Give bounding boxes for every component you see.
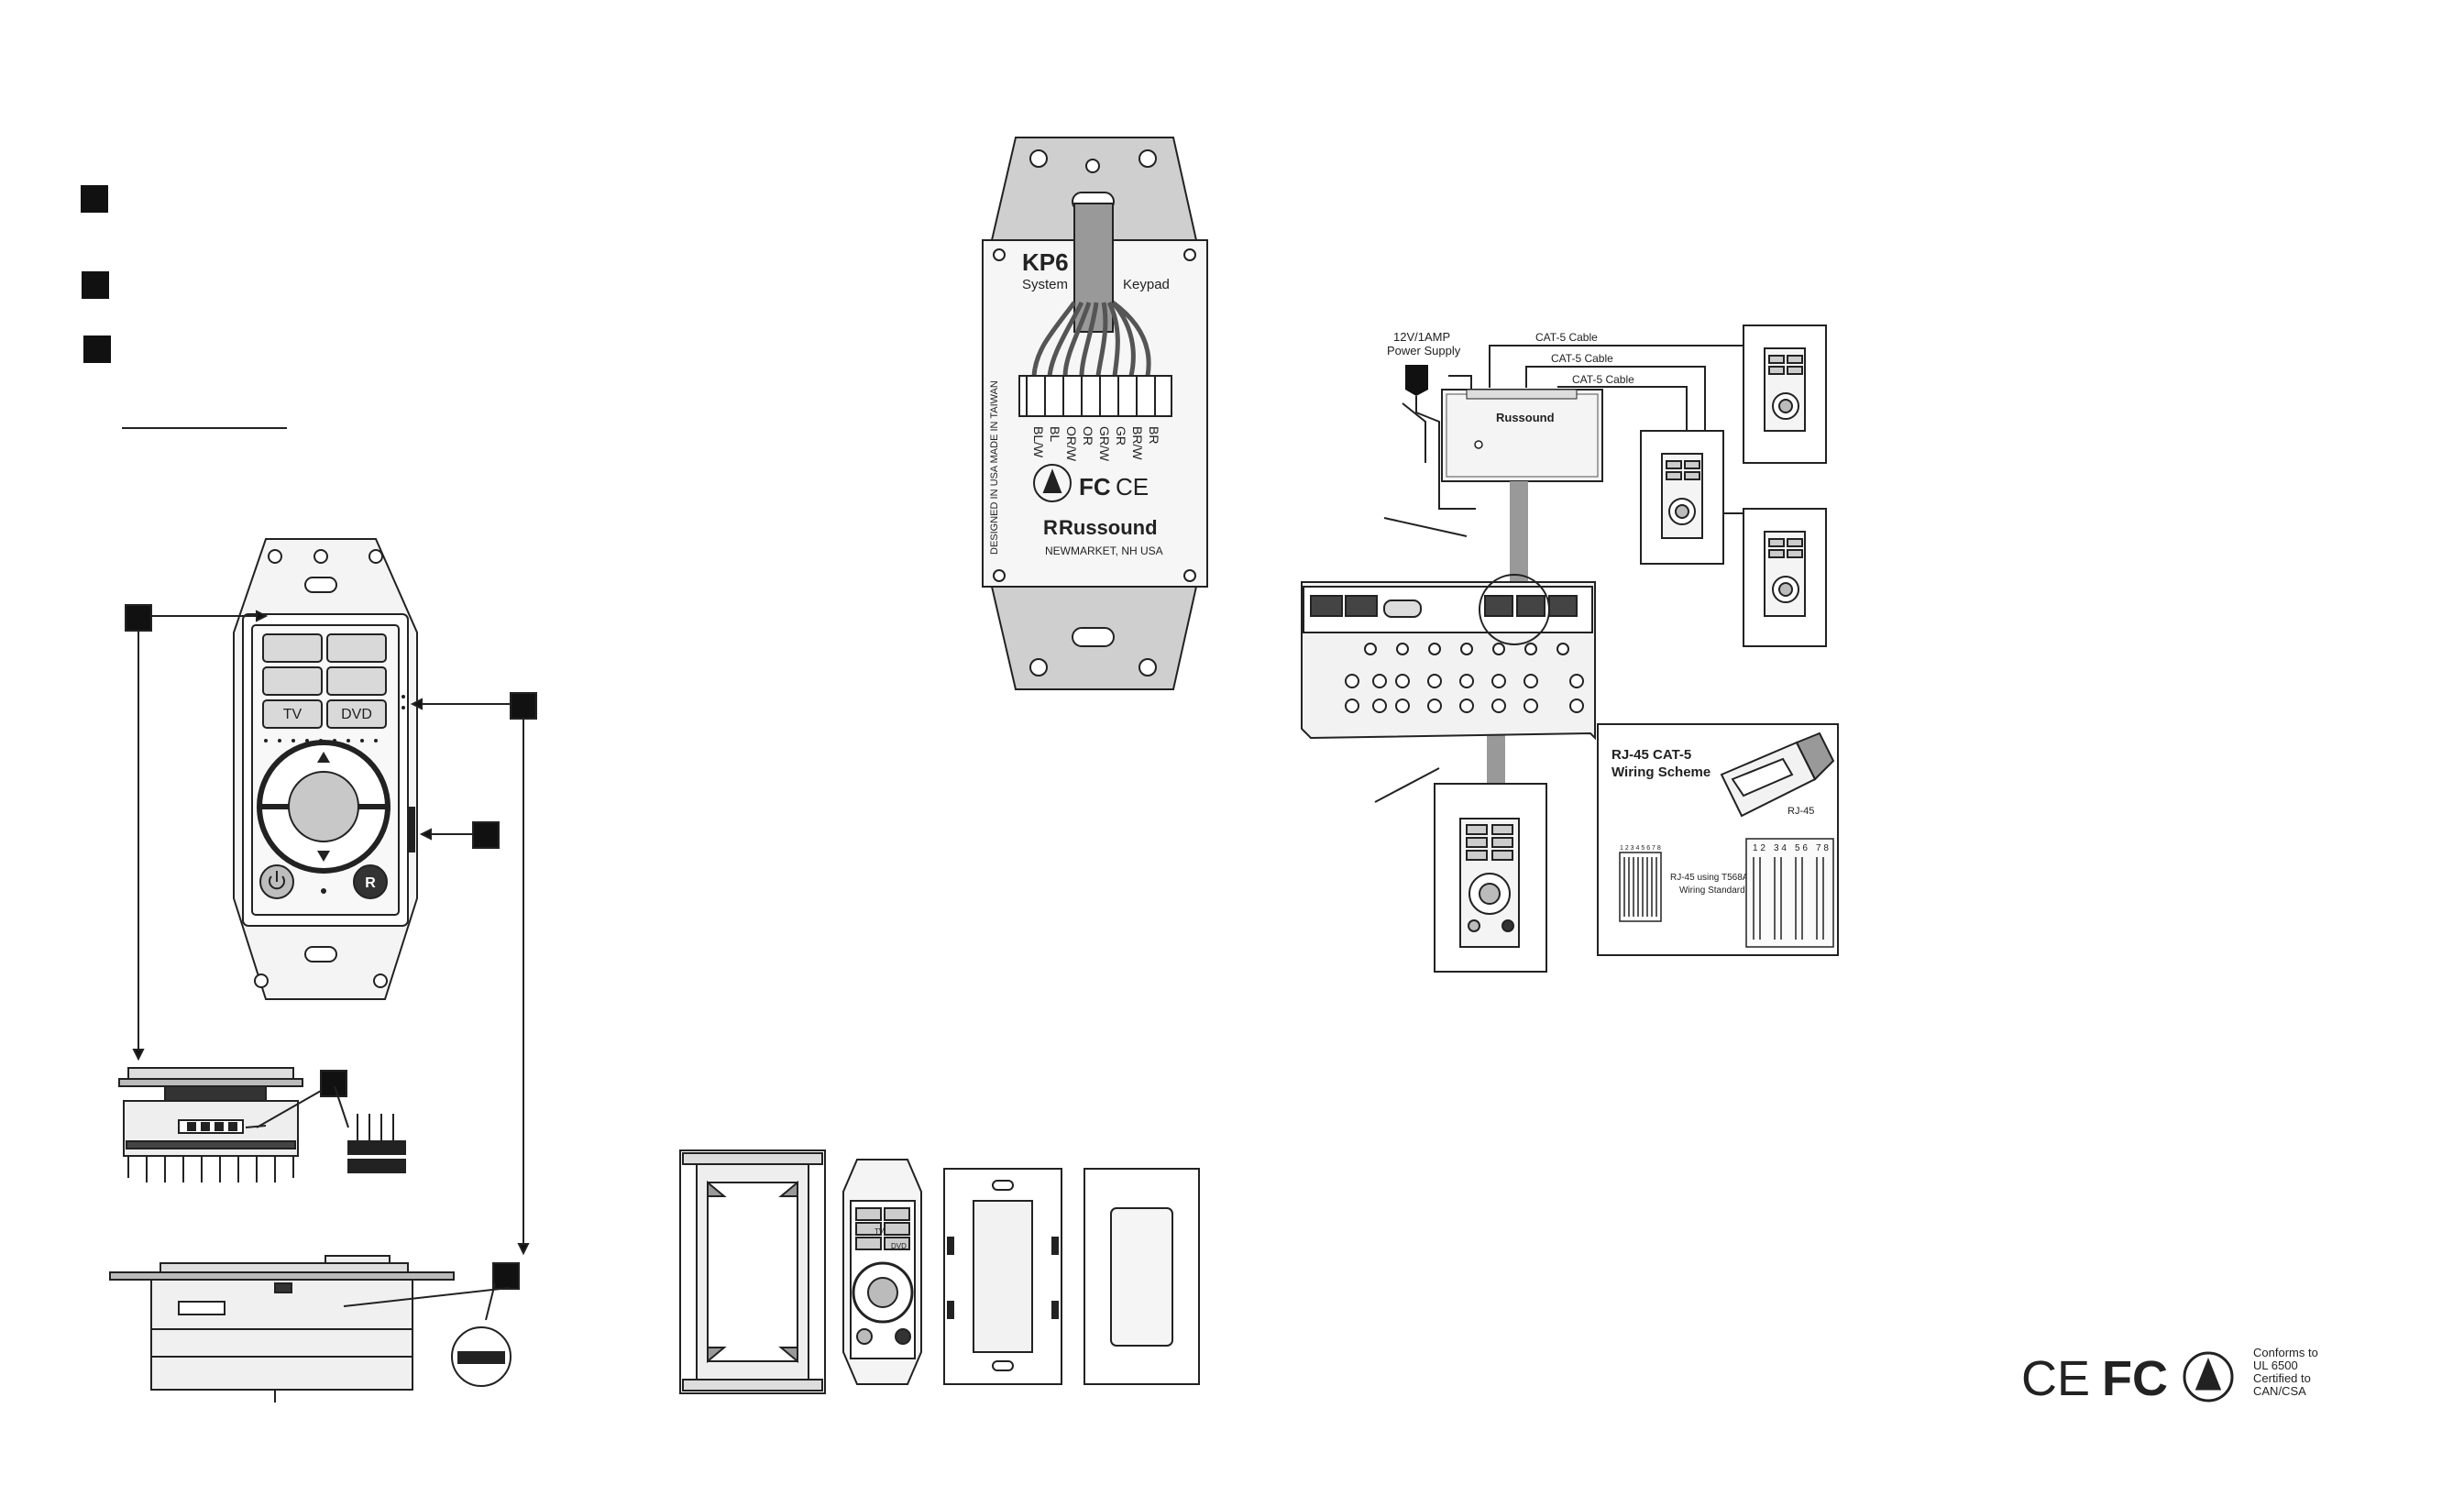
cable-label-3: CAT-5 Cable bbox=[1572, 373, 1634, 386]
keypad-front-labels: TV DVD R bbox=[264, 695, 415, 894]
mini-tv-label: TV bbox=[874, 1227, 885, 1236]
connector-pins-detail bbox=[256, 1085, 406, 1173]
down-arrow-icon bbox=[317, 851, 330, 862]
location-label: NEWMARKET, NH USA bbox=[1045, 544, 1163, 557]
standard-label-line2: Wiring Standard bbox=[1679, 886, 1745, 896]
rj45-plug-label: RJ-45 bbox=[1788, 806, 1814, 817]
mini-dvd-label: DVD bbox=[891, 1242, 907, 1250]
pin-group-3: 5 6 bbox=[1795, 843, 1808, 853]
step-markers bbox=[81, 185, 111, 363]
power-adapter-icon bbox=[1405, 365, 1428, 396]
kp6-back-plate-text: KP6 System Keypad BL/W BL OR/W OR GR/W G… bbox=[989, 248, 1170, 557]
cable-label-1: CAT-5 Cable bbox=[1535, 331, 1598, 344]
ce-mark: CE bbox=[1116, 473, 1149, 500]
cert-line-2: UL 6500 bbox=[2253, 1358, 2298, 1372]
power-supply-sub-label: Power Supply bbox=[1387, 344, 1461, 358]
cable-label-2: CAT-5 Cable bbox=[1551, 352, 1613, 365]
wire-label-3: OR/W bbox=[1064, 426, 1079, 462]
russound-button bbox=[353, 864, 388, 899]
certification-marks: CE FC Conforms to UL 6500 Certified to C… bbox=[2021, 1346, 2318, 1406]
fc-mark-large: FC bbox=[2102, 1351, 2168, 1406]
pin-lines bbox=[1753, 857, 1824, 940]
model-label: KP6 bbox=[1022, 248, 1069, 276]
rj45-title-line1: RJ-45 CAT-5 bbox=[1612, 747, 1691, 763]
keypad-front-view bbox=[233, 538, 418, 1000]
led-dots bbox=[264, 695, 405, 894]
step-marker-1 bbox=[81, 185, 108, 213]
keypad-splitter bbox=[1441, 389, 1603, 482]
wire-label-1: BL/W bbox=[1031, 426, 1046, 458]
wire-label-8: BR bbox=[1147, 426, 1161, 444]
wire-label-5: GR/W bbox=[1097, 426, 1112, 462]
tv-button-label: TV bbox=[283, 707, 302, 722]
ce-mark-large: CE bbox=[2021, 1351, 2090, 1406]
rj45-title-line2: Wiring Scheme bbox=[1612, 764, 1710, 780]
origin-label: DESIGNED IN USA MADE IN TAIWAN bbox=[989, 380, 1000, 555]
pin-group-2: 3 4 bbox=[1774, 843, 1787, 853]
wire-label-2: BL bbox=[1048, 426, 1062, 442]
fcc-mark: FC bbox=[1079, 473, 1111, 500]
cert-line-4: CAN/CSA bbox=[2253, 1384, 2306, 1398]
pin-group-4: 7 8 bbox=[1816, 843, 1829, 853]
wire-label-7: BR/W bbox=[1130, 426, 1145, 460]
dvd-button bbox=[326, 699, 387, 729]
dvd-button-label: DVD bbox=[341, 707, 372, 722]
pin-table bbox=[1745, 838, 1834, 948]
wire-label-4: OR bbox=[1081, 426, 1095, 446]
cert-line-3: Certified to bbox=[2253, 1371, 2311, 1385]
cert-line-1: Conforms to bbox=[2253, 1346, 2318, 1359]
pin-numbers-label: 1 2 3 4 5 6 7 8 bbox=[1620, 845, 1661, 852]
tv-button bbox=[262, 699, 323, 729]
callouts bbox=[125, 604, 537, 1290]
keypad-side-profile-top bbox=[118, 1067, 303, 1182]
wire-label-6: GR bbox=[1114, 426, 1128, 446]
russound-logo-icon: R bbox=[365, 875, 376, 891]
power-icon bbox=[269, 871, 285, 890]
rj45-plug-icon bbox=[1720, 732, 1835, 818]
russound-r-icon: R bbox=[1043, 516, 1058, 539]
step-marker-2 bbox=[82, 271, 109, 299]
remote-keypads bbox=[1434, 324, 1827, 973]
keypad-label: Keypad bbox=[1123, 277, 1170, 292]
select-button bbox=[288, 771, 359, 842]
controller-unit bbox=[1301, 574, 1596, 741]
tuv-mark-icon bbox=[1033, 464, 1072, 502]
brand-label: Russound bbox=[1059, 516, 1158, 539]
system-label: System bbox=[1022, 277, 1068, 292]
kp6-back-plate bbox=[982, 137, 1208, 690]
up-arrow-icon bbox=[317, 752, 330, 763]
wire-color-labels: BL/W BL OR/W OR GR/W GR BR/W BR bbox=[1031, 426, 1161, 462]
pin-group-1: 1 2 bbox=[1753, 843, 1766, 853]
splitter-brand-label: Russound bbox=[1496, 411, 1555, 424]
keypad-side-profile-bottom bbox=[109, 1255, 512, 1402]
mounting-components bbox=[679, 1150, 1200, 1394]
power-supply-label: 12V/1AMP bbox=[1393, 330, 1450, 344]
t568a-plug-icon bbox=[1619, 852, 1662, 922]
wiring-diagram: 12V/1AMP Power Supply CAT-5 Cable CAT-5 … bbox=[1301, 324, 1839, 973]
tuv-mark-icon bbox=[2183, 1351, 2234, 1402]
step-marker-3 bbox=[83, 336, 111, 363]
standard-label-line1: RJ-45 using T568A bbox=[1670, 873, 1749, 883]
